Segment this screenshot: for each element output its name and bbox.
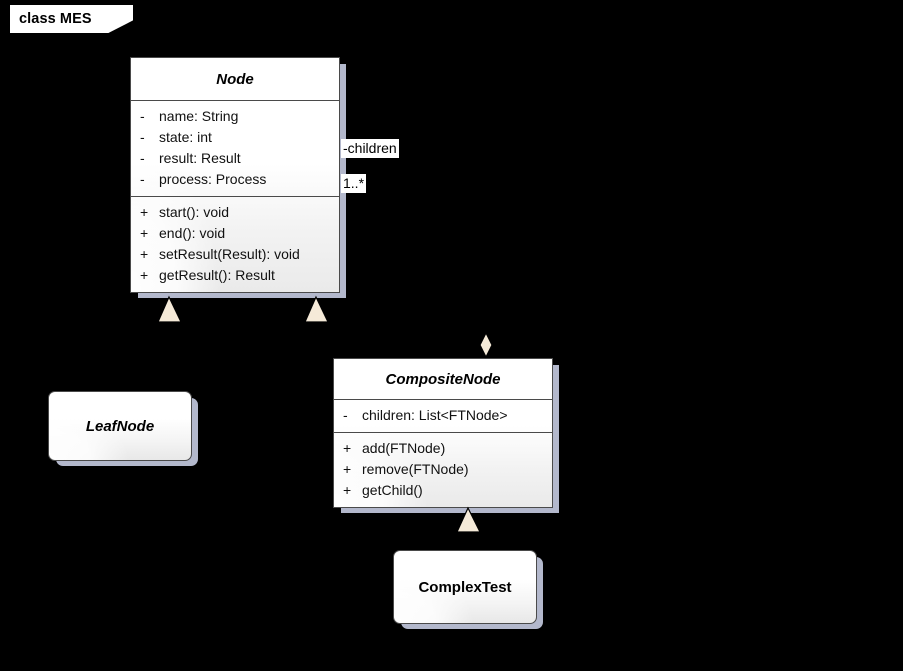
operation-row: + setResult(Result): void bbox=[131, 244, 339, 265]
operation-row: + getChild() bbox=[334, 480, 552, 501]
class-box-node[interactable]: Node - name: String - state: int - resul… bbox=[130, 57, 340, 293]
class-attribute-divider bbox=[131, 196, 339, 197]
visibility-marker: - bbox=[140, 171, 145, 187]
visibility-marker: + bbox=[343, 482, 352, 498]
class-title-divider bbox=[334, 399, 552, 400]
visibility-marker: + bbox=[140, 204, 149, 220]
attribute-signature: children: List<FTNode> bbox=[362, 407, 508, 423]
operation-row: + remove(FTNode) bbox=[334, 459, 552, 480]
operation-signature: add(FTNode) bbox=[362, 440, 446, 456]
attribute-signature: result: Result bbox=[159, 150, 241, 166]
aggregation-compositenode-children-node bbox=[345, 177, 493, 359]
operation-row: + add(FTNode) bbox=[334, 438, 552, 459]
attribute-signature: name: String bbox=[159, 108, 239, 124]
generalization-compositenode-to-node bbox=[304, 295, 329, 358]
class-attribute-divider bbox=[334, 432, 552, 433]
attribute-row: - name: String bbox=[131, 106, 339, 127]
visibility-marker: - bbox=[140, 129, 145, 145]
class-box-complextest[interactable]: ComplexTest bbox=[393, 550, 537, 624]
class-name-leafnode: LeafNode bbox=[85, 417, 155, 435]
attribute-signature: process: Process bbox=[159, 171, 267, 187]
operation-signature: getResult(): Result bbox=[159, 267, 275, 283]
class-name-complextest: ComplexTest bbox=[418, 578, 512, 596]
class-name-compositenode: CompositeNode bbox=[385, 370, 501, 388]
generalization-leafnode-to-node bbox=[121, 295, 182, 385]
visibility-marker: + bbox=[140, 246, 149, 262]
generalization-complextest-to-compositenode bbox=[456, 506, 481, 548]
attribute-row: - children: List<FTNode> bbox=[334, 405, 552, 426]
class-name-node: Node bbox=[216, 70, 254, 88]
visibility-marker: + bbox=[343, 461, 352, 477]
association-multiplicity-label: 1..* bbox=[341, 174, 367, 193]
operation-signature: remove(FTNode) bbox=[362, 461, 469, 477]
attribute-signature: state: int bbox=[159, 129, 212, 145]
class-box-compositenode[interactable]: CompositeNode - children: List<FTNode> +… bbox=[333, 358, 553, 508]
visibility-marker: - bbox=[343, 407, 348, 423]
visibility-marker: + bbox=[140, 267, 149, 283]
frame-name-label: class MES bbox=[19, 11, 92, 27]
attribute-compartment-node: - name: String - state: int - result: Re… bbox=[131, 101, 339, 196]
operation-compartment-node: + start(): void + end(): void + setResul… bbox=[131, 197, 339, 292]
frame-name-tab: class MES bbox=[10, 5, 133, 33]
attribute-row: - result: Result bbox=[131, 148, 339, 169]
operation-signature: getChild() bbox=[362, 482, 423, 498]
operation-row: + getResult(): Result bbox=[131, 265, 339, 286]
operation-row: + end(): void bbox=[131, 223, 339, 244]
operation-compartment-compositenode: + add(FTNode) + remove(FTNode) + getChil… bbox=[334, 433, 552, 507]
attribute-compartment-compositenode: - children: List<FTNode> bbox=[334, 400, 552, 432]
attribute-row: - state: int bbox=[131, 127, 339, 148]
operation-signature: start(): void bbox=[159, 204, 230, 220]
class-box-leafnode[interactable]: LeafNode bbox=[48, 391, 192, 461]
visibility-marker: + bbox=[343, 440, 352, 456]
operation-row: + start(): void bbox=[131, 202, 339, 223]
visibility-marker: - bbox=[140, 108, 145, 124]
operation-signature: end(): void bbox=[159, 225, 226, 241]
operation-signature: setResult(Result): void bbox=[159, 246, 300, 262]
attribute-row: - process: Process bbox=[131, 169, 339, 190]
class-title-divider bbox=[131, 100, 339, 101]
visibility-marker: - bbox=[140, 150, 145, 166]
association-role-label: -children bbox=[341, 139, 399, 158]
visibility-marker: + bbox=[140, 225, 149, 241]
